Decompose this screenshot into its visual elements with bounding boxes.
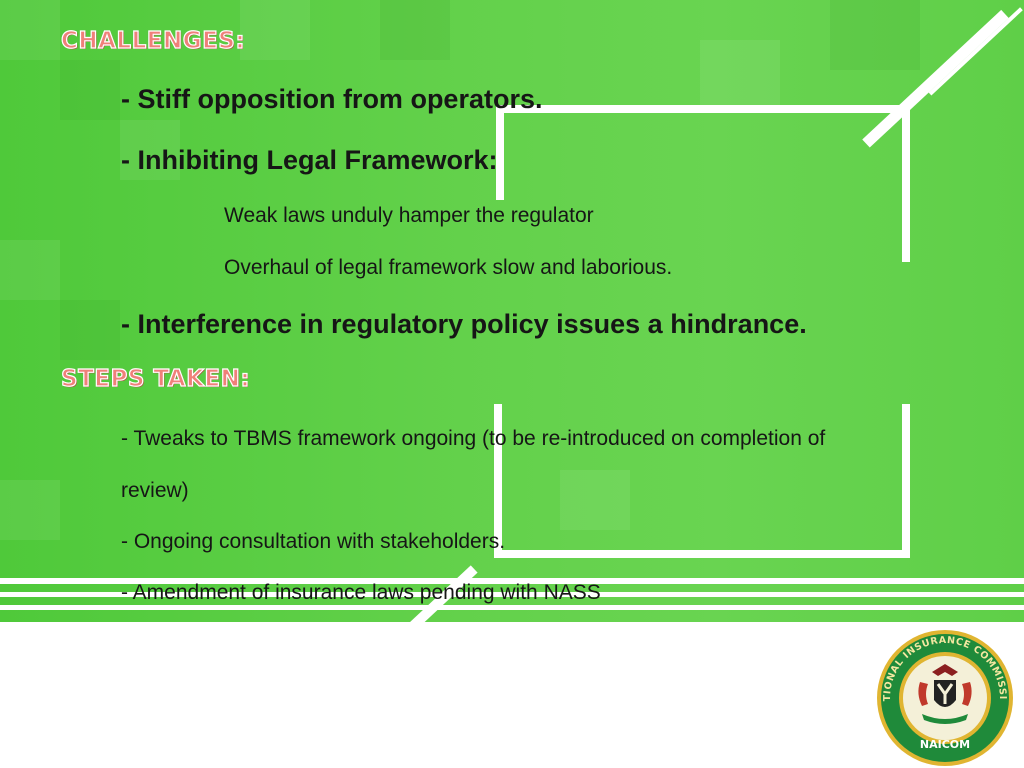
background-tile bbox=[0, 240, 60, 300]
naicom-seal-logo: NATIONAL INSURANCE COMMISSION NAICOM bbox=[866, 628, 1013, 766]
frame-right-upper-line bbox=[902, 105, 910, 262]
step-item-tbms-line-2: review) bbox=[121, 479, 189, 502]
frame-right-lower-line bbox=[902, 404, 910, 554]
challenge-subitem-overhaul: Overhaul of legal framework slow and lab… bbox=[224, 256, 673, 279]
background-tile bbox=[830, 0, 920, 70]
bottom-stripe bbox=[0, 605, 1024, 610]
background-tile bbox=[0, 0, 60, 60]
step-item-amendment: - Amendment of insurance laws pending wi… bbox=[121, 581, 601, 604]
background-tile bbox=[120, 120, 180, 180]
green-background bbox=[0, 0, 1024, 622]
frame-bottom-line bbox=[494, 550, 910, 558]
background-tile bbox=[240, 0, 310, 60]
background-tile bbox=[0, 480, 60, 540]
background-tile bbox=[60, 60, 120, 120]
challenge-subitem-weak-laws: Weak laws unduly hamper the regulator bbox=[224, 204, 594, 227]
background-tile bbox=[60, 300, 120, 360]
steps-taken-heading: STEPS TAKEN: bbox=[60, 365, 251, 392]
frame-left-upper-line bbox=[496, 105, 504, 200]
seal-abbreviation: NAICOM bbox=[920, 738, 970, 751]
challenge-item-legal-framework: - Inhibiting Legal Framework: bbox=[121, 145, 498, 175]
background-tile bbox=[560, 470, 630, 530]
background-tile bbox=[700, 40, 780, 110]
challenge-item-opposition: - Stiff opposition from operators. bbox=[121, 84, 543, 114]
bottom-stripe bbox=[0, 578, 1024, 584]
step-item-consultation: - Ongoing consultation with stakeholders… bbox=[121, 530, 506, 553]
frame-top-line bbox=[496, 105, 910, 113]
bottom-stripe bbox=[0, 592, 1024, 597]
challenges-heading: CHALLENGES: bbox=[60, 27, 246, 54]
background-tile bbox=[380, 0, 450, 60]
frame-left-lower-line bbox=[494, 404, 502, 558]
challenge-item-interference: - Interference in regulatory policy issu… bbox=[121, 309, 807, 339]
step-item-tbms-line-1: - Tweaks to TBMS framework ongoing (to b… bbox=[121, 427, 826, 450]
